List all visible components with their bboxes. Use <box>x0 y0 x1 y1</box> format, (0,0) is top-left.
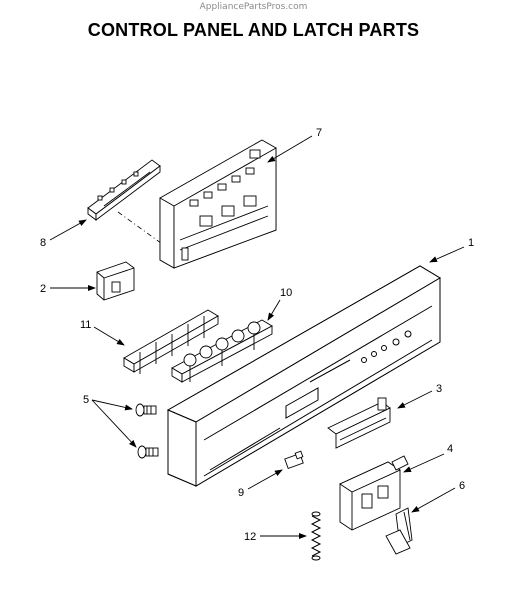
part-12-spring <box>310 511 322 561</box>
part-9-connector <box>284 450 304 470</box>
part-7-control-board <box>159 139 277 269</box>
callout-2: 2 <box>40 283 46 295</box>
watermark: AppliancePartsPros.com <box>199 2 308 12</box>
callout-4: 4 <box>447 443 453 455</box>
page-title: CONTROL PANEL AND LATCH PARTS <box>87 20 420 40</box>
callout-3: 3 <box>436 383 442 395</box>
callout-7: 7 <box>316 127 322 139</box>
callout-11: 11 <box>80 319 91 331</box>
part-5-screw-lower <box>137 445 159 459</box>
part-3-latch-bracket <box>327 397 391 449</box>
part-2-bracket <box>96 261 135 301</box>
callout-6: 6 <box>459 480 465 492</box>
callout-5: 5 <box>83 394 89 406</box>
callout-1: 1 <box>468 237 474 249</box>
part-5-screw-upper <box>135 403 157 417</box>
callout-12: 12 <box>244 531 256 543</box>
part-11-bracket <box>123 309 219 374</box>
callout-10: 10 <box>280 287 292 299</box>
dash-leader-8 <box>117 211 166 247</box>
part-8-bracket <box>87 159 161 221</box>
part-6-latch-lever <box>385 507 413 555</box>
leader-lines <box>49 135 465 539</box>
callout-8: 8 <box>40 237 46 249</box>
part-10-switch-array <box>171 319 273 383</box>
callout-9: 9 <box>238 487 244 499</box>
part-4-latch <box>339 455 409 531</box>
part-1-console-panel <box>166 265 441 487</box>
